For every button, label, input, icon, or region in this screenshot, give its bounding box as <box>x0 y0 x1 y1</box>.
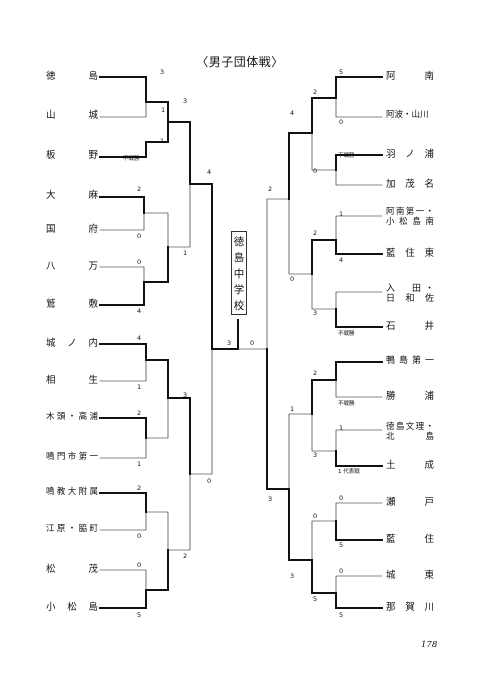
score: 5 <box>339 541 344 549</box>
left-team: 小松島 <box>46 602 98 613</box>
right-team: 石 井 <box>386 321 434 332</box>
score: 1 <box>339 210 344 218</box>
champion-char: 島 <box>233 252 245 264</box>
score: 5 <box>137 611 142 619</box>
right-team: 城 東 <box>386 570 434 581</box>
final-score-right: 0 <box>250 339 255 347</box>
walkover-note: 不戦勝 <box>338 153 355 159</box>
score: 3 <box>268 495 273 503</box>
score: 1 <box>137 460 142 468</box>
right-team-line: 北 島 <box>386 432 434 442</box>
champion-char: 中 <box>233 268 245 280</box>
final-score-left: 3 <box>227 339 232 347</box>
score: 3 <box>183 391 188 399</box>
score: 1 <box>183 249 188 257</box>
left-team: 板 野 <box>46 150 98 161</box>
score: 1 <box>137 383 142 391</box>
score: 2 <box>183 552 188 560</box>
score: 0 <box>339 118 344 126</box>
score: 0 <box>137 258 142 266</box>
score: 0 <box>313 167 318 175</box>
right-team: 鴨島第一 <box>386 356 434 366</box>
score: 1 <box>160 137 165 145</box>
right-team: 入 田・ 日和佐 <box>386 284 434 304</box>
right-team-line: 徳島文理・ <box>386 422 434 432</box>
right-team: 土 成 <box>386 460 434 471</box>
walkover-note: 不戦勝 <box>338 401 355 407</box>
score: 0 <box>290 275 295 283</box>
score: 0 <box>339 567 344 575</box>
right-team: 藍 住 <box>386 534 434 545</box>
score: 0 <box>207 477 212 485</box>
left-team: 鳴教大附属 <box>46 487 98 497</box>
score: 3 <box>160 68 165 76</box>
score: 2 <box>268 185 273 193</box>
right-team: 那賀川 <box>386 602 434 613</box>
score: 0 <box>313 512 318 520</box>
score: 3 <box>313 451 318 459</box>
left-team: 相 生 <box>46 375 98 386</box>
score: 4 <box>207 168 212 176</box>
left-team: 山 城 <box>46 110 98 121</box>
walkover-note: 不戦勝 <box>123 156 140 162</box>
right-team-line: 入 田・ <box>386 284 434 294</box>
score: 3 <box>313 309 318 317</box>
left-team: 大 麻 <box>46 190 98 201</box>
score: 2 <box>313 88 318 96</box>
score: 4 <box>339 256 344 264</box>
score: 0 <box>137 561 142 569</box>
right-team: 藍住東 <box>386 248 434 259</box>
score: 5 <box>339 68 344 76</box>
left-team: 松 茂 <box>46 564 98 575</box>
score: 0 <box>137 532 142 540</box>
right-team-line: 日和佐 <box>386 294 434 304</box>
score: 4 <box>290 109 295 117</box>
score: 5 <box>339 611 344 619</box>
score: 1 <box>161 106 166 114</box>
left-team: 鳴門市第一 <box>46 452 98 462</box>
score: 2 <box>313 369 318 377</box>
playoff-note: 1 代表戦 <box>338 469 360 475</box>
score: 2 <box>137 484 142 492</box>
score: 1 <box>290 405 295 413</box>
left-team: 木頭・高浦 <box>46 412 98 422</box>
left-team: 国 府 <box>46 224 98 235</box>
left-team: 鷲 敷 <box>46 299 98 310</box>
right-team: 瀬 戸 <box>386 497 434 508</box>
score: 4 <box>137 307 142 315</box>
right-team-line: 小松島南 <box>386 217 434 227</box>
score: 2 <box>137 185 142 193</box>
right-team: 加茂名 <box>386 179 434 190</box>
score: 1 <box>339 424 344 432</box>
score: 0 <box>339 494 344 502</box>
score: 3 <box>183 97 188 105</box>
champion-box: 徳 島 中 学 校 <box>231 231 247 315</box>
right-team-line: 阿南第一・ <box>386 207 434 217</box>
score: 5 <box>313 595 318 603</box>
right-team: 徳島文理・ 北 島 <box>386 422 434 442</box>
score: 0 <box>137 232 142 240</box>
bracket-title: 〈男子団体戦〉 <box>196 55 284 69</box>
left-team: 城ノ内 <box>46 338 98 349</box>
page-number: 178 <box>421 640 438 650</box>
left-team: 徳 島 <box>46 71 98 82</box>
score: 3 <box>290 572 295 580</box>
right-team: 阿 南 <box>386 71 434 82</box>
score: 2 <box>137 409 142 417</box>
walkover-note: 不戦勝 <box>338 331 355 337</box>
right-team: 阿波・山川 <box>386 110 429 120</box>
champion-char: 徳 <box>233 236 245 248</box>
champion-char: 校 <box>233 300 245 312</box>
champion-char: 学 <box>233 284 245 296</box>
left-team: 八 万 <box>46 261 98 272</box>
left-team: 江原・脇町 <box>46 524 98 534</box>
right-team: 羽ノ浦 <box>386 149 434 160</box>
score: 4 <box>137 334 142 342</box>
score: 2 <box>313 229 318 237</box>
right-team: 阿南第一・ 小松島南 <box>386 207 434 227</box>
right-team: 勝 浦 <box>386 391 434 402</box>
